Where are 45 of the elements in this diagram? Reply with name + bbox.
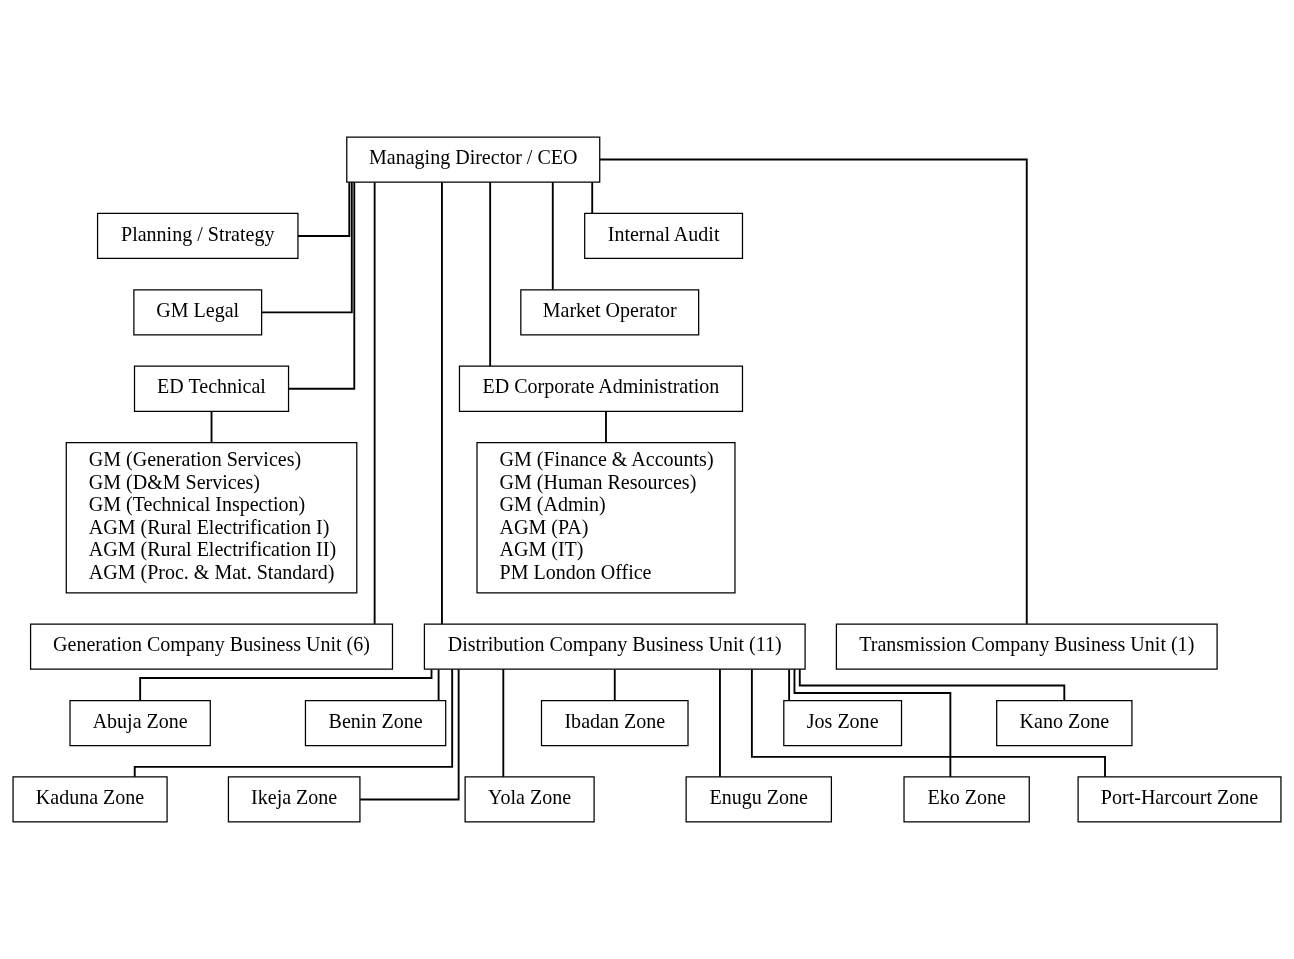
connector xyxy=(798,668,1066,702)
node-box: Enugu Zone xyxy=(685,776,832,823)
connector xyxy=(502,668,505,778)
node-box: Kaduna Zone xyxy=(12,776,168,823)
connector xyxy=(613,668,616,702)
connector xyxy=(591,181,594,214)
connector xyxy=(437,668,440,702)
connector xyxy=(139,668,433,701)
node-box: Planning / Strategy xyxy=(96,212,299,260)
node-box: GM (Generation Services) GM (D&M Services) GM (Technical Inspection) AGM (Rural Electrification I) AGM (Rural Electrification II) AGM (Proc. & Mat. Standard) xyxy=(65,441,358,594)
node-box: Kano Zone xyxy=(996,699,1133,747)
connector xyxy=(551,181,554,291)
connector xyxy=(359,668,460,801)
connector xyxy=(788,668,791,702)
connector xyxy=(605,410,607,444)
node-box: Ibadan Zone xyxy=(540,699,689,747)
node-box: Managing Director / CEO xyxy=(346,136,601,183)
node-box: Transmission Company Business Unit (1) xyxy=(835,623,1218,670)
node-box: Eko Zone xyxy=(903,776,1030,823)
node-box: Port-Harcourt Zone xyxy=(1077,776,1282,823)
node-box: ED Technical xyxy=(133,365,290,412)
node-box: Generation Company Business Unit (6) xyxy=(29,623,394,670)
node-box: Jos Zone xyxy=(783,699,903,747)
node-box: Abuja Zone xyxy=(69,699,211,747)
connector xyxy=(287,181,356,390)
connector xyxy=(133,668,454,778)
connector xyxy=(750,668,1106,778)
connector xyxy=(441,181,443,625)
connector xyxy=(260,181,353,314)
connector xyxy=(373,181,376,625)
node-box: Yola Zone xyxy=(464,776,595,823)
connector xyxy=(598,158,1028,625)
node-box: Ikeja Zone xyxy=(227,776,361,823)
node-box: GM (Finance & Accounts) GM (Human Resources) GM (Admin) AGM (PA) AGM (IT) PM London Office xyxy=(476,441,736,594)
node-box: Market Operator xyxy=(520,289,700,336)
node-box: Benin Zone xyxy=(304,699,447,747)
connector xyxy=(297,181,351,237)
connector xyxy=(793,668,952,778)
node-box: ED Corporate Administration xyxy=(458,365,744,412)
node-box: Internal Audit xyxy=(584,212,744,260)
node-box: Distribution Company Business Unit (11) xyxy=(423,623,806,670)
connector xyxy=(719,668,721,778)
node-box: GM Legal xyxy=(133,289,263,336)
connector xyxy=(210,410,213,444)
connector xyxy=(489,181,492,367)
